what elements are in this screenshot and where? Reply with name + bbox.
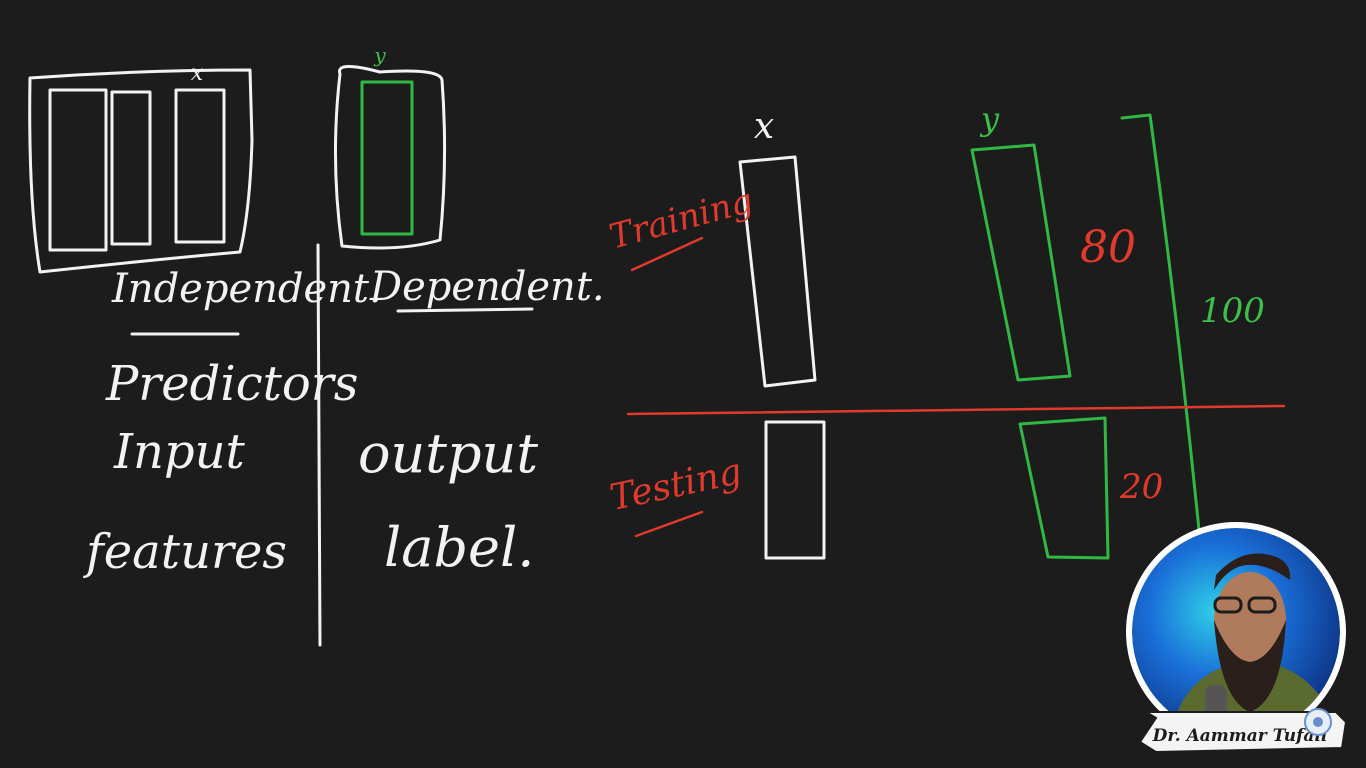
dependent-heading: Dependent. [369,264,605,310]
y-train-block [970,143,1072,382]
term-input: Input [113,424,246,480]
train-test-split-line [626,404,1286,416]
test-percent: 20 [1119,467,1163,507]
column-divider [316,243,322,647]
total-percent: 100 [1200,291,1265,331]
term-output: output [358,422,538,485]
dependent-underline [396,307,534,313]
train-percent: 80 [1080,222,1136,273]
split-x-label: x [754,106,774,147]
training-label: Training [605,181,757,258]
split-y-label: y [979,100,1000,138]
independent-matrix [28,68,254,274]
term-features: features [83,524,287,580]
matrix-x-label: x [191,61,204,86]
y-test-block [1018,416,1110,560]
presenter-name: Dr. Aammar Tufail [1152,726,1328,746]
vector-y-label: y [373,43,386,67]
dependent-vector [333,65,447,250]
x-train-block [738,155,817,388]
presenter-name-banner [1138,711,1348,754]
x-test-block [764,420,826,560]
total-bracket [1120,113,1202,542]
training-underline [630,236,704,272]
logo-badge-icon [1304,708,1332,736]
testing-underline [634,510,704,538]
testing-label: Testing [607,451,746,519]
term-predictors: Predictors [105,356,358,412]
term-label: label. [384,516,534,579]
independent-heading: Independent. [111,266,382,312]
